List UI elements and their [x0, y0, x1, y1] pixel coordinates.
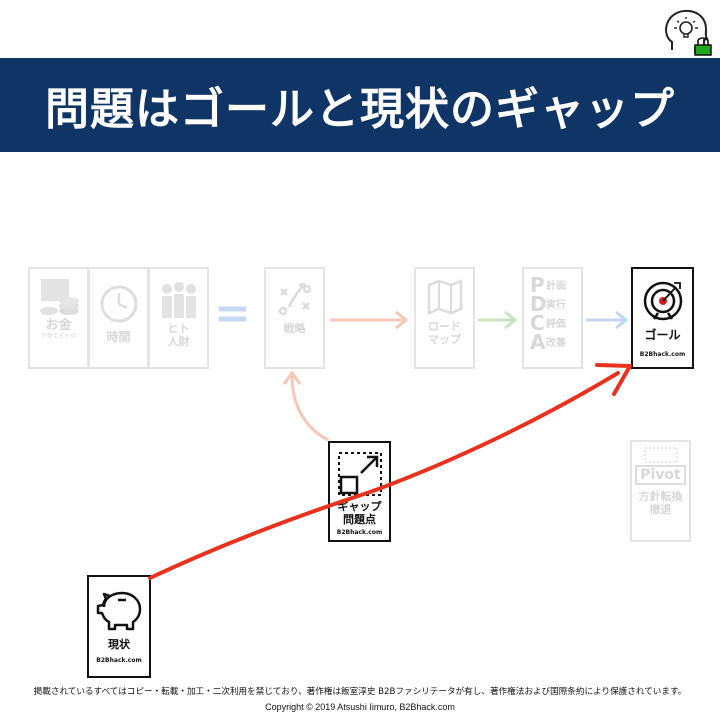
current-card: 現状 B2Bhack.com: [87, 575, 151, 678]
current-brand: B2Bhack.com: [96, 656, 142, 664]
money-label: お金: [45, 318, 72, 333]
time-card: 時間: [88, 267, 149, 369]
piggy-bank-icon: [96, 591, 142, 631]
people-label: ヒト 人財: [167, 322, 190, 348]
thinking-head-logo-icon: [665, 9, 712, 56]
pdca-p-label: 計画: [546, 281, 566, 292]
map-icon: [427, 279, 462, 315]
strategy-label: 戦略: [283, 322, 306, 335]
roadmap-card: ロード マップ: [414, 267, 475, 369]
current-label: 現状: [108, 638, 130, 651]
people-card: ヒト 人財: [148, 267, 209, 369]
resize-gap-icon: [337, 452, 382, 496]
money-sublabel: で買えるもの: [40, 332, 77, 340]
gap-to-strategy-arrow: [282, 370, 329, 442]
pdca-p: P: [530, 272, 545, 297]
pivot-dotted-icon: [643, 447, 678, 463]
time-label: 時間: [106, 330, 131, 344]
copyright-notice: 掲載されているすべてはコピー・転載・加工・二次利用を禁じており、著作権は飯室淳史…: [33, 687, 687, 697]
goal-label: ゴール: [644, 328, 681, 342]
pdca-c: C: [530, 310, 545, 335]
pdca-to-goal-arrow: [586, 310, 629, 330]
page-title: 問題はゴールと現状のギャップ: [45, 84, 675, 135]
roadmap-label: ロード マップ: [428, 320, 461, 346]
title-banner: 問題はゴールと現状のギャップ: [0, 58, 720, 152]
pivot-card: Pivot 方針転換 撤退: [630, 440, 691, 542]
pdca-a-label: 改善: [546, 338, 566, 349]
pdca-d: D: [530, 291, 547, 316]
clock-icon: [100, 285, 137, 323]
pivot-label: 方針転換 撤退: [638, 490, 683, 516]
tactics-icon: [278, 282, 311, 316]
equals-sign: =: [214, 288, 251, 339]
pdca-a: A: [530, 329, 546, 354]
coins-icon: [39, 279, 79, 315]
people-icon: [161, 282, 196, 318]
money-card: お金 で買えるもの: [28, 267, 89, 369]
gap-card: ギャップ 問題点 B2Bhack.com: [328, 441, 391, 542]
strategy-card: 戦略: [264, 267, 325, 369]
goal-brand: B2Bhack.com: [639, 350, 686, 358]
copyright-line: Copyright © 2019 Atsushi Iimuro, B2Bhack…: [265, 702, 455, 712]
goal-card: ゴール B2Bhack.com: [631, 267, 694, 369]
pdca-d-label: 実行: [546, 300, 566, 311]
roadmap-to-pdca-arrow: [478, 310, 518, 330]
pivot-word: Pivot: [635, 465, 686, 485]
gap-label: ギャップ 問題点: [337, 500, 382, 526]
strategy-to-roadmap-arrow: [330, 310, 409, 330]
pdca-c-label: 評価: [546, 319, 566, 330]
gap-brand: B2Bhack.com: [336, 529, 383, 537]
target-icon: [643, 281, 682, 321]
